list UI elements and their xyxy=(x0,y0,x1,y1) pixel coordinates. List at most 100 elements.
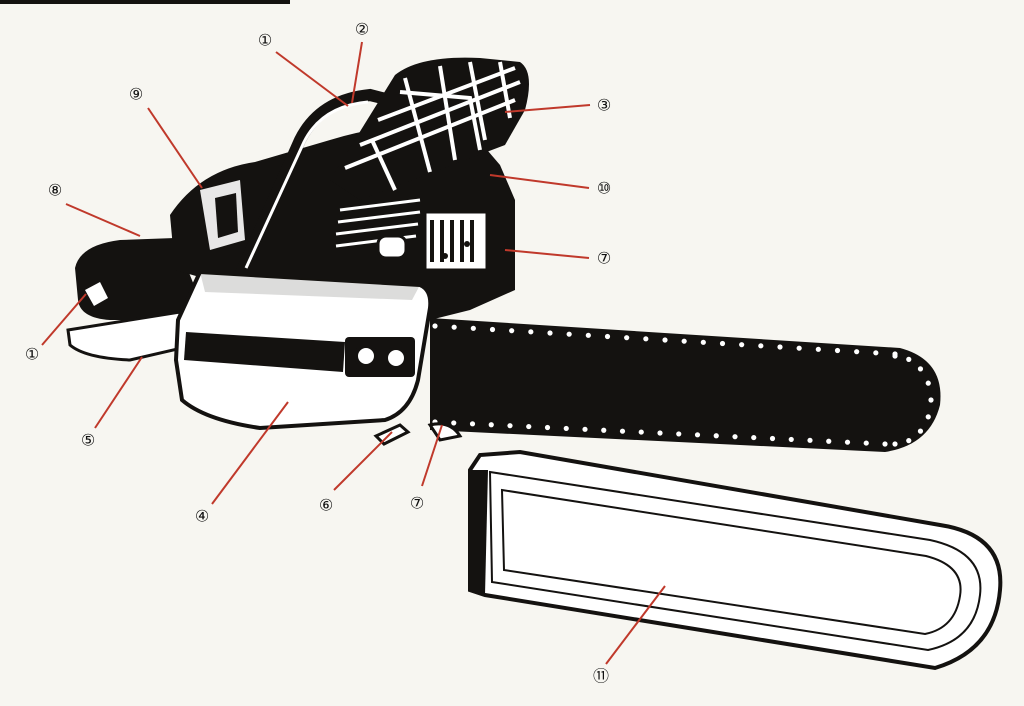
callout-1-top: ① xyxy=(258,31,272,50)
leader-6 xyxy=(333,431,393,491)
chain-link xyxy=(681,338,687,344)
chain-link xyxy=(751,434,757,441)
leader-9 xyxy=(147,107,203,189)
chain-link xyxy=(544,424,551,431)
callout-9: ⑨ xyxy=(129,85,143,104)
chain-link xyxy=(470,325,476,331)
leader-5 xyxy=(94,356,143,429)
chain-link xyxy=(624,335,630,341)
chain-link xyxy=(526,423,532,430)
chain-link xyxy=(694,432,701,438)
hand-guard-grid xyxy=(344,61,521,191)
leader-2 xyxy=(351,41,363,104)
bar-nut-2 xyxy=(384,346,408,370)
callout-10: ⑩ xyxy=(597,179,611,198)
chain-link xyxy=(854,349,860,355)
chain-link xyxy=(507,423,513,429)
chain-link xyxy=(469,421,476,427)
rear-handle xyxy=(66,238,200,362)
chain-link xyxy=(844,439,851,445)
chain-link xyxy=(917,366,924,372)
chain-link xyxy=(807,437,813,443)
leader-1-top xyxy=(275,51,349,107)
bar-nut-1 xyxy=(354,344,378,368)
chain-link xyxy=(601,427,607,433)
chain-link xyxy=(657,430,663,436)
bar-scabbard xyxy=(468,449,1003,671)
hand-guard xyxy=(330,57,529,200)
callout-5: ⑤ xyxy=(81,431,95,450)
muffler xyxy=(423,210,489,272)
sprocket-cover xyxy=(173,269,433,431)
chain-link xyxy=(906,438,912,444)
chain-link xyxy=(638,429,644,435)
chain-link xyxy=(917,428,924,434)
guide-bar xyxy=(430,318,941,452)
chain-link xyxy=(834,347,841,354)
chain-link xyxy=(528,329,534,335)
spark-plug-cap xyxy=(376,234,408,260)
callouts: ① ② ③ ⑨ ⑧ ⑩ ⑦ ① ⑤ ④ ⑥ ⑦ ⑪ xyxy=(25,20,611,686)
chain-link xyxy=(547,330,553,336)
chain-link xyxy=(925,380,931,386)
chain-link xyxy=(732,434,738,440)
chain-link xyxy=(826,438,832,444)
chain-link xyxy=(796,345,802,351)
chain-link xyxy=(488,422,494,428)
leader-7-right xyxy=(504,249,590,259)
leader-lines xyxy=(41,41,666,665)
callout-8: ⑧ xyxy=(48,181,62,200)
chain-link xyxy=(758,343,764,349)
scan-edge xyxy=(0,0,290,4)
chain-link xyxy=(863,440,869,446)
leader-8 xyxy=(65,203,141,237)
engine-body xyxy=(170,125,515,320)
chain-link xyxy=(700,339,706,345)
chain-link xyxy=(509,328,515,334)
saw-chain xyxy=(432,323,934,447)
chain-link xyxy=(719,340,726,347)
callout-4: ④ xyxy=(195,507,209,526)
chain-link xyxy=(489,326,496,333)
chain-link xyxy=(563,425,569,432)
callout-3: ③ xyxy=(597,96,611,115)
chain-link xyxy=(906,356,912,362)
front-handle xyxy=(234,88,396,281)
callout-11: ⑪ xyxy=(593,667,609,686)
chain-link xyxy=(882,441,888,447)
chain-link xyxy=(662,337,668,343)
chain-link xyxy=(873,350,879,356)
leader-1-left xyxy=(41,293,87,346)
chain-link xyxy=(713,433,719,439)
chain-link xyxy=(619,428,626,434)
chain-link xyxy=(451,420,457,426)
chain-link xyxy=(604,333,611,340)
leader-3 xyxy=(504,104,591,113)
chain-link xyxy=(892,441,898,447)
callout-1-left: ① xyxy=(25,345,39,364)
chain-link xyxy=(582,426,588,432)
chain-link xyxy=(928,397,934,403)
chain-link xyxy=(451,324,457,330)
leader-7-bottom xyxy=(421,424,443,487)
chain-link xyxy=(777,344,783,350)
leader-11 xyxy=(605,585,666,665)
leader-10 xyxy=(489,174,590,189)
chain-link xyxy=(892,353,898,359)
callout-7-right: ⑦ xyxy=(597,249,611,268)
chain-link xyxy=(643,336,649,342)
chain-link xyxy=(585,332,591,338)
callout-2: ② xyxy=(355,20,369,39)
callout-7-bottom: ⑦ xyxy=(410,494,424,513)
chain-link xyxy=(925,414,931,420)
leader-4 xyxy=(211,401,289,505)
chain-link xyxy=(769,435,776,442)
chain-link xyxy=(788,436,794,443)
chain-link xyxy=(676,431,682,437)
chain-link xyxy=(432,323,438,329)
chain-link xyxy=(566,331,572,337)
callout-6: ⑥ xyxy=(319,496,333,515)
chain-link xyxy=(815,346,821,352)
chain-link xyxy=(739,342,745,348)
